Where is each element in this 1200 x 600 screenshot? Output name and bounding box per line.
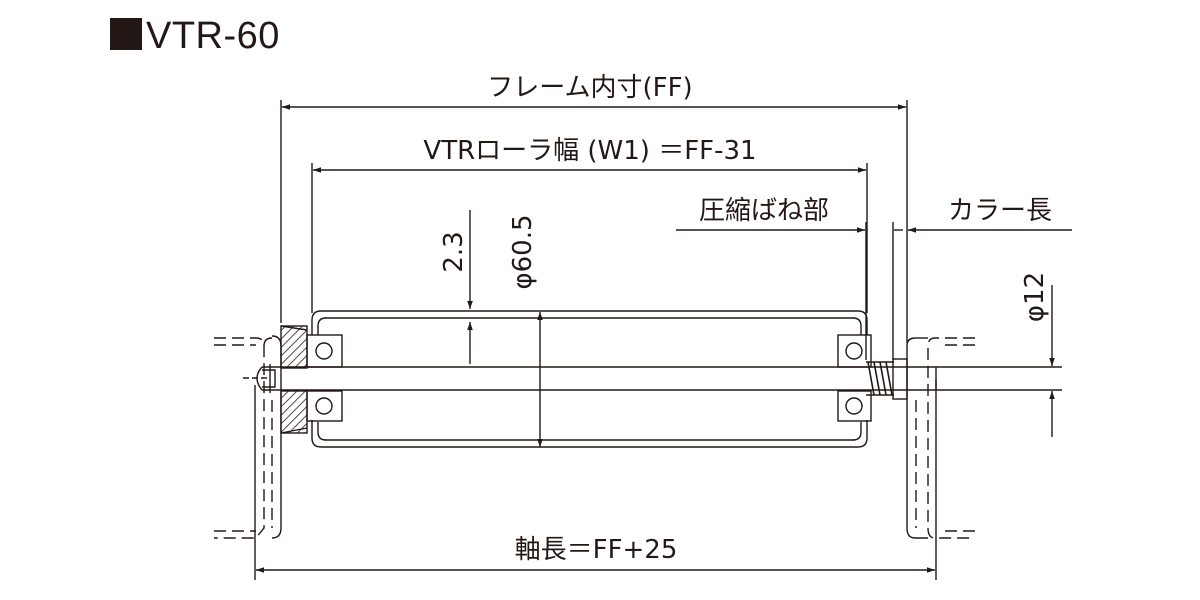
left-bearing bbox=[306, 334, 343, 422]
roller-diameter-label: φ60.5 bbox=[508, 214, 538, 289]
left-collar bbox=[280, 325, 308, 434]
title-text: VTR-60 bbox=[146, 15, 280, 57]
collar-length-label: カラー長 bbox=[948, 196, 1052, 226]
right-frame-solid bbox=[906, 337, 928, 539]
shaft-diameter-dimension bbox=[936, 285, 1062, 437]
frame-inner-label: フレーム内寸(FF) bbox=[487, 73, 692, 103]
right-collar bbox=[892, 358, 908, 400]
left-frame-solid bbox=[263, 335, 282, 539]
wall-thickness-label: 2.3 bbox=[439, 231, 469, 272]
roller-width-label: VTRローラ幅 (W1) ＝FF-31 bbox=[423, 136, 756, 166]
diagram-title: VTR-60 bbox=[110, 14, 280, 58]
right-frame bbox=[927, 337, 975, 539]
compression-spring bbox=[866, 361, 894, 396]
left-frame-dashed-inner bbox=[214, 344, 917, 532]
square-bullet-icon bbox=[110, 18, 142, 50]
left-frame bbox=[214, 337, 265, 539]
shaft bbox=[243, 364, 937, 393]
shaft-length-label: 軸長＝FF+25 bbox=[515, 535, 678, 565]
shaft-diameter-label: φ12 bbox=[1020, 272, 1050, 322]
roller-tube bbox=[311, 310, 868, 448]
extension-lines bbox=[254, 100, 937, 580]
spring-part-label: 圧縮ばね部 bbox=[699, 196, 829, 226]
